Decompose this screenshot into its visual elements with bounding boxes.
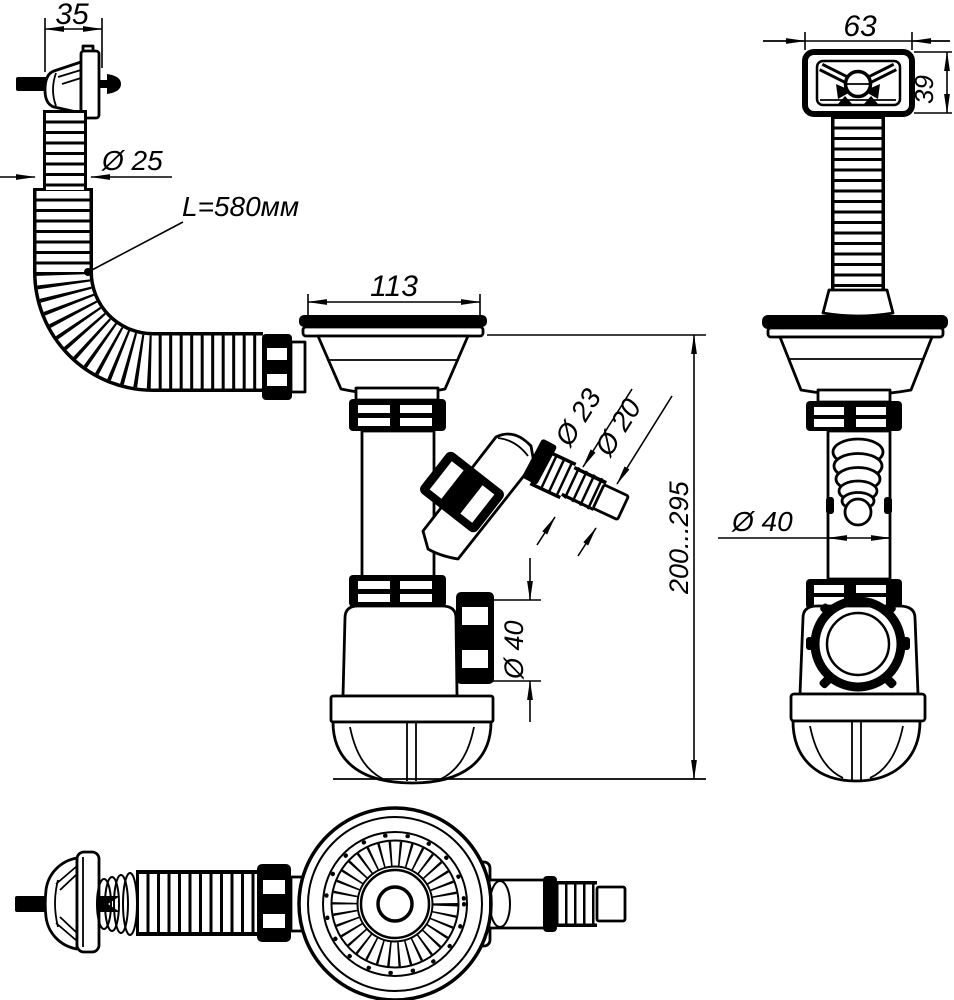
dim-text-hose-diameter: Ø 25 — [101, 145, 163, 176]
dim-text-strainer-width: 113 — [370, 270, 418, 303]
overflow-hose-front — [33, 110, 263, 392]
overflow-hose-nut — [262, 334, 307, 400]
appliance-spout-bottom — [489, 876, 627, 932]
dim-text-hose-length: L=580мм — [182, 191, 299, 222]
dim-text-height-range: 200...295 — [664, 480, 694, 595]
dim-text-overflow-width: 35 — [55, 0, 89, 31]
appliance-spout-front — [420, 432, 630, 561]
strainer-side — [762, 315, 948, 404]
dim-text-outlet-diameter: Ø 40 — [499, 620, 529, 680]
trap-body-side — [789, 596, 927, 783]
dim-text-face-width: 63 — [843, 10, 877, 43]
top-union-nut-side — [806, 401, 902, 431]
bottom-view — [15, 806, 627, 1000]
dim-overflow-face-width: 63 — [763, 10, 950, 50]
dim-overflow-width: 35 — [44, 0, 103, 72]
dim-overflow-hose-length: L=580мм — [84, 191, 299, 276]
top-union-nut-front — [349, 399, 446, 431]
trap-body-front — [329, 592, 495, 785]
dim-downpipe-diameter: Ø 40 — [718, 506, 891, 541]
dim-outlet-diameter: Ø 40 — [489, 558, 541, 722]
strainer-bottom — [297, 806, 547, 1000]
appliance-spout-side — [826, 437, 892, 527]
downpipe-front — [360, 429, 436, 579]
dim-height-range: 200...295 — [487, 334, 706, 780]
overflow-hose-bottom — [96, 864, 306, 942]
side-view — [762, 49, 948, 783]
front-view — [16, 44, 706, 785]
bottom-union-nut-front — [349, 575, 446, 607]
strainer-front — [299, 315, 487, 402]
overflow-head-front — [16, 44, 121, 123]
dim-strainer-width: 113 — [307, 270, 481, 315]
overflow-face-side — [802, 49, 915, 117]
dim-overflow-hose-diameter: Ø 25 — [0, 145, 172, 180]
dim-text-face-height: 39 — [909, 75, 939, 104]
overflow-head-bottom — [15, 850, 120, 954]
dim-text-downpipe-diameter: Ø 40 — [731, 506, 793, 537]
dim-overflow-face-height: 39 — [909, 51, 952, 114]
overflow-hose-side — [821, 116, 895, 318]
